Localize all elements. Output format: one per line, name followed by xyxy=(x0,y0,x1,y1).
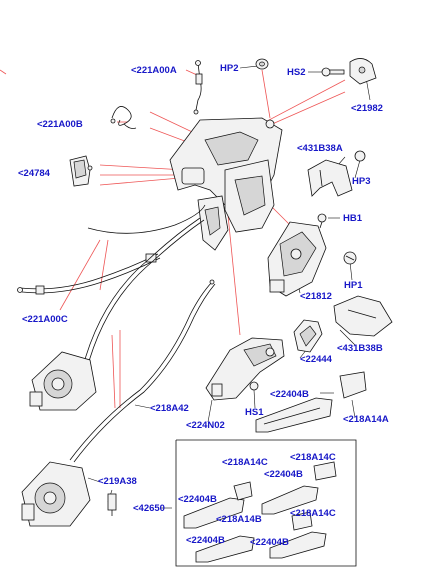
fastener-HP3 xyxy=(354,150,366,162)
handle-variants-frame xyxy=(175,439,357,567)
label-218A42: <218A42 xyxy=(150,403,189,414)
cover-431B38A xyxy=(307,159,353,197)
main-lock-module xyxy=(169,117,283,251)
label-24784: <24784 xyxy=(18,168,51,179)
cable-221A00C xyxy=(17,253,161,295)
label-22404B-b: <22404B xyxy=(264,469,303,480)
label-22404B-c: <22404B xyxy=(178,494,217,505)
label-HS1: HS1 xyxy=(245,407,264,418)
label-221A00B: <221A00B xyxy=(37,119,83,130)
handle-22404B-upper xyxy=(255,397,333,433)
screw-HS2 xyxy=(321,67,345,77)
cable-221A00B xyxy=(110,106,137,129)
actuator-middle xyxy=(29,351,97,411)
label-431B38A: <431B38A xyxy=(297,143,343,154)
actuator-42650 xyxy=(21,461,91,527)
fastener-HP2 xyxy=(255,58,269,70)
label-218A14B: <218A14B xyxy=(216,514,262,525)
label-22404B-d: <22404B xyxy=(186,535,225,546)
handle-variants xyxy=(183,461,337,563)
bolt-HB1 xyxy=(317,213,327,229)
trim-22444 xyxy=(293,319,323,353)
label-42650: <42650 xyxy=(133,503,165,514)
label-22444: <22444 xyxy=(300,354,333,365)
label-HS2: HS2 xyxy=(287,67,305,78)
carrier-224N02 xyxy=(205,337,285,401)
striker-21982 xyxy=(349,58,377,85)
label-218A14C-c: <218A14C xyxy=(290,508,336,519)
label-22404B-upper: <22404B xyxy=(270,389,309,400)
cap-218A14A xyxy=(339,371,367,399)
label-218A14C-a: <218A14C xyxy=(222,457,268,468)
long-cables xyxy=(69,204,216,463)
label-218A14C-b: <218A14C xyxy=(290,452,336,463)
label-HP1: HP1 xyxy=(344,280,363,291)
label-HB1: HB1 xyxy=(343,213,363,224)
label-218A14A: <218A14A xyxy=(343,414,389,425)
part-labels: <221A00A HP2 HS2 <21982 <221A00B <431B38… xyxy=(18,63,389,548)
label-224N02: <224N02 xyxy=(186,420,225,431)
label-221A00C: <221A00C xyxy=(22,314,68,325)
label-21812: <21812 xyxy=(300,291,332,302)
cover-431B38B xyxy=(333,295,393,337)
screw-HS1 xyxy=(249,381,259,391)
label-22404B-e: <22404B xyxy=(250,537,289,548)
fastener-HP1 xyxy=(343,251,357,265)
sensor-219A38 xyxy=(107,493,117,516)
label-219A38: <219A38 xyxy=(98,476,137,487)
label-HP2: HP2 xyxy=(220,63,238,74)
label-HP3: HP3 xyxy=(352,176,370,187)
label-21982: <21982 xyxy=(351,103,383,114)
latch-21812 xyxy=(267,221,327,297)
bracket-24784 xyxy=(69,155,93,187)
label-221A00A: <221A00A xyxy=(131,65,177,76)
cable-221A00A xyxy=(193,60,203,115)
label-431B38B: <431B38B xyxy=(337,343,383,354)
